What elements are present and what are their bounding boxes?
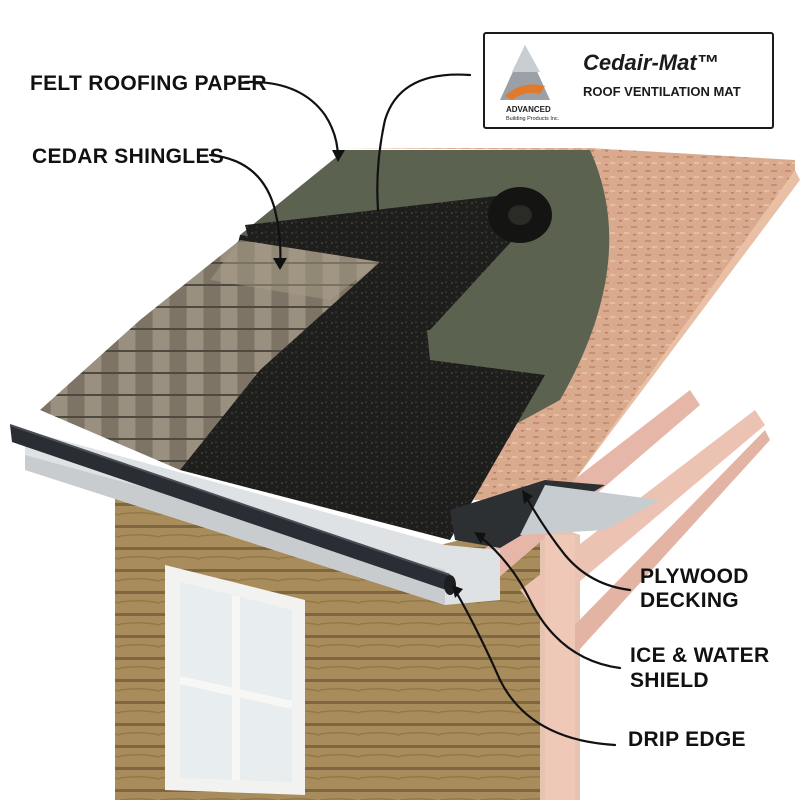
cedar-shingles — [40, 240, 380, 470]
leader-drip — [453, 588, 617, 747]
leader-cedar — [208, 153, 282, 267]
window — [165, 565, 305, 795]
arrow-cedar — [273, 258, 287, 270]
arrow-felt — [332, 150, 345, 162]
leader-plywood — [523, 493, 632, 592]
advanced-logo-icon — [500, 45, 550, 100]
leader-mat — [376, 73, 472, 212]
label-ice-line1: ICE & WATER — [630, 644, 769, 667]
leader-felt — [243, 80, 340, 160]
drip-edge — [9, 424, 456, 595]
leader-ice — [476, 533, 622, 670]
label-felt-roofing-paper: FELT ROOFING PAPER — [30, 72, 267, 95]
product-subtitle: ROOF VENTILATION MAT — [583, 84, 741, 99]
arrow-ice — [474, 532, 486, 544]
label-plywood-line1: PLYWOOD — [640, 565, 749, 588]
label-cedar-shingles: CEDAR SHINGLES — [32, 145, 224, 168]
fascia-shadow — [25, 455, 445, 605]
logo-box: ADVANCED Building Products Inc. Cedair-M… — [483, 32, 774, 129]
arrow-drip — [452, 585, 463, 598]
brand-name: ADVANCED — [506, 105, 551, 114]
ice-water-shield-edge — [520, 485, 660, 535]
label-ice-line2: SHIELD — [630, 669, 709, 692]
brand-subtitle: Building Products Inc. — [506, 116, 560, 122]
label-drip-edge: DRIP EDGE — [628, 728, 746, 751]
shingle-highlight — [210, 240, 380, 300]
product-title: Cedair-Mat™ — [583, 50, 719, 75]
label-plywood-line2: DECKING — [640, 589, 739, 612]
arrow-plywood — [522, 490, 533, 504]
